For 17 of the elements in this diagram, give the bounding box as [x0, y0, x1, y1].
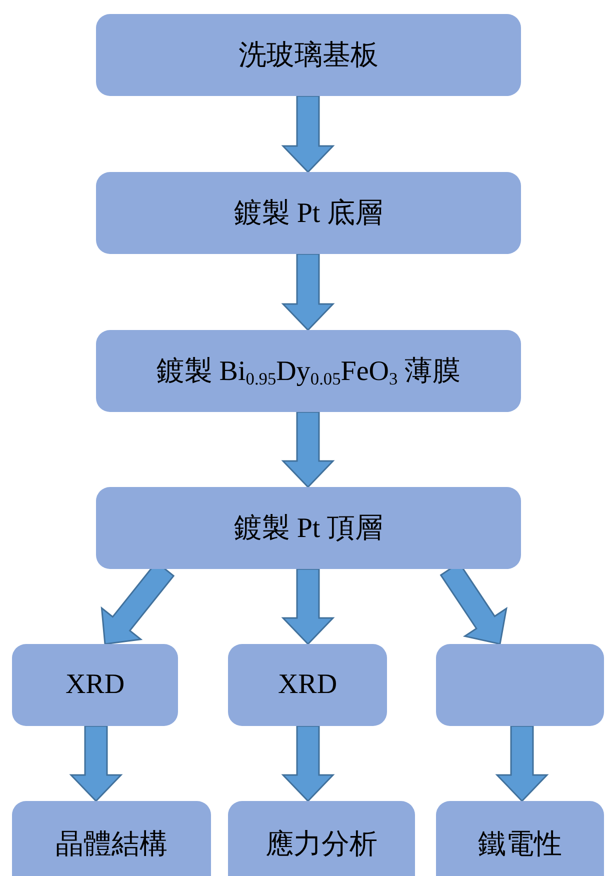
block-arrow: [281, 253, 335, 332]
block-arrow: [281, 725, 335, 802]
block-arrow: [281, 95, 335, 174]
process-box: XRD: [12, 644, 178, 726]
process-box: 應力分析: [228, 801, 415, 876]
block-arrow: [281, 411, 335, 488]
process-box: XRD: [228, 644, 387, 726]
block-arrow: [495, 725, 549, 802]
process-box: 鍍製 Pt 底層: [96, 172, 521, 254]
process-box: 晶體結構: [12, 801, 211, 876]
process-box: 洗玻璃基板: [96, 14, 521, 96]
process-box: 鐵電性: [436, 801, 604, 876]
process-box: 鍍製 Bi$_{0.95}$Dy$_{0.05}$FeO$_{3}$ 薄膜: [96, 330, 521, 412]
block-arrow: [281, 568, 335, 646]
process-box: [436, 644, 604, 726]
process-box: 鍍製 Pt 頂層: [96, 487, 521, 569]
block-arrow: [69, 725, 123, 802]
